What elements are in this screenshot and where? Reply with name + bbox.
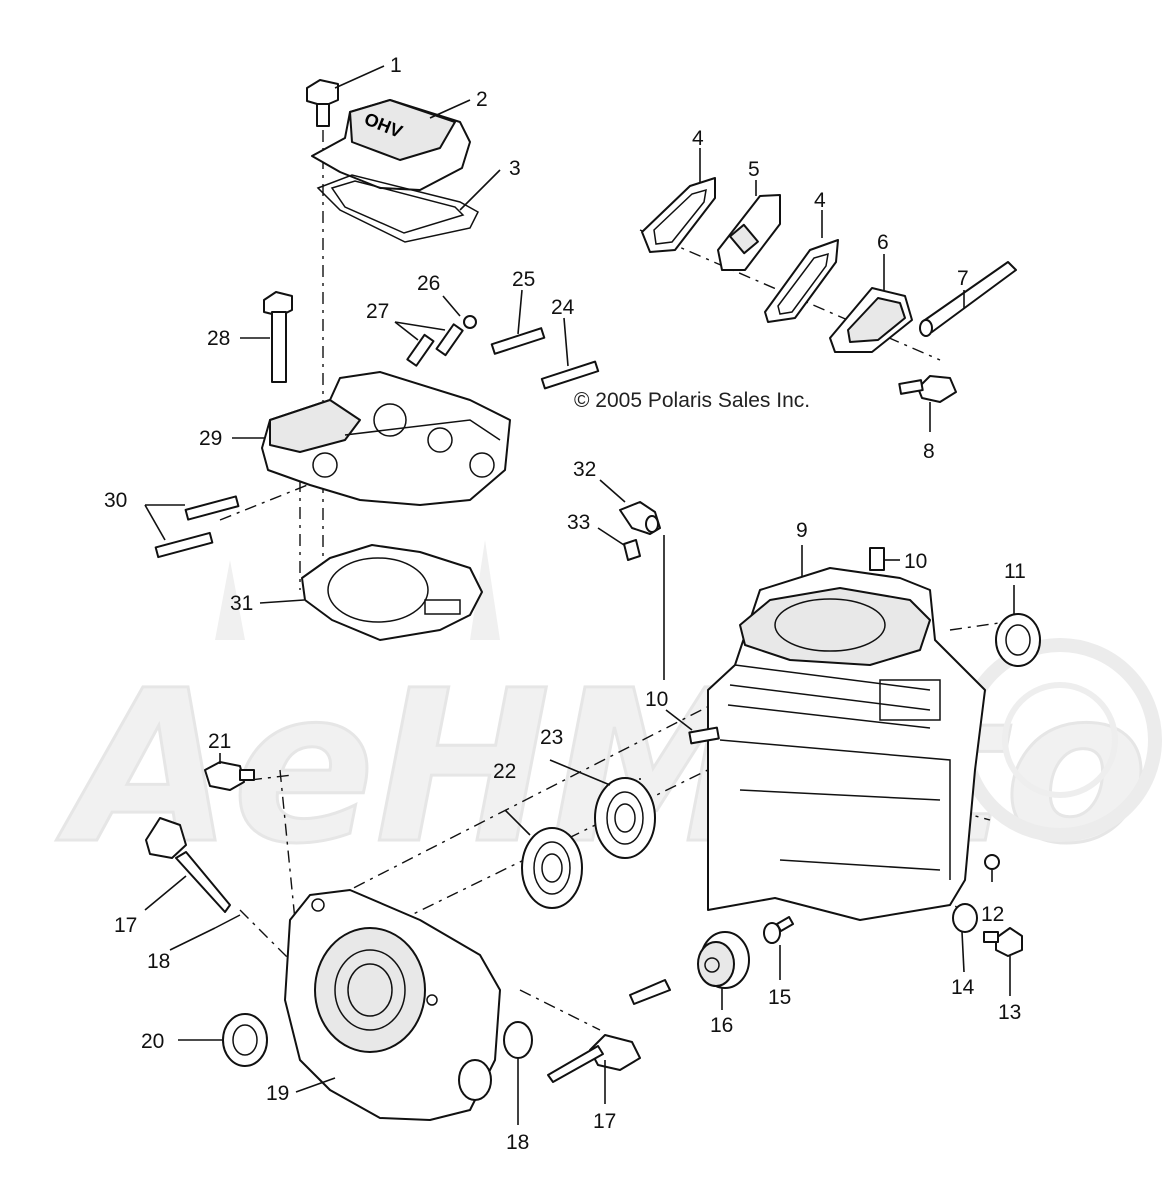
callout-31: 31 xyxy=(230,592,253,615)
fitting-part-33 xyxy=(623,539,641,561)
callout-22: 22 xyxy=(493,760,516,783)
callout-7: 7 xyxy=(957,267,969,290)
callout-labels: 1 2 3 4 5 4 6 7 8 26 25 24 27 28 29 30 3… xyxy=(104,54,1026,1154)
dipstick-part-17a xyxy=(145,817,231,913)
callout-13: 13 xyxy=(998,1001,1021,1024)
gasket-part-4a xyxy=(641,177,716,253)
callout-8: 8 xyxy=(923,440,935,463)
bolt-part-28 xyxy=(263,291,293,383)
callout-33: 33 xyxy=(567,511,590,534)
callout-10a: 10 xyxy=(904,550,927,573)
callout-21: 21 xyxy=(208,730,231,753)
elbow-fitting-part-32 xyxy=(619,501,661,535)
gasket-part-3 xyxy=(316,174,479,243)
callout-32: 32 xyxy=(573,458,596,481)
callout-23: 23 xyxy=(540,726,563,749)
callout-3: 3 xyxy=(509,157,521,180)
callout-11: 11 xyxy=(1004,560,1026,583)
callout-4a: 4 xyxy=(692,127,704,150)
o-ring-part-18a xyxy=(214,914,241,929)
stud-part-24 xyxy=(540,360,600,390)
callout-17b: 17 xyxy=(593,1110,616,1133)
valve-cover-part-2: OHV xyxy=(311,99,471,191)
tube-part-7 xyxy=(919,261,1017,337)
bolt-part-1 xyxy=(306,79,339,127)
callout-24: 24 xyxy=(551,296,575,319)
dipstick-part-17b xyxy=(547,1034,641,1083)
callout-18a: 18 xyxy=(147,950,170,973)
bolt-near-part-16 xyxy=(629,979,671,1005)
callout-14: 14 xyxy=(951,976,975,999)
callout-16: 16 xyxy=(710,1014,733,1037)
callout-29: 29 xyxy=(199,427,222,450)
callout-6: 6 xyxy=(877,231,889,254)
dowel-part-10a xyxy=(869,547,885,571)
nut-part-12 xyxy=(984,854,1000,870)
callout-12: 12 xyxy=(981,903,1004,926)
callout-9: 9 xyxy=(796,519,808,542)
nut-part-26 xyxy=(463,315,477,329)
bearing-part-23 xyxy=(594,777,656,859)
washer-part-14 xyxy=(952,903,978,933)
callout-15: 15 xyxy=(768,986,791,1009)
bolt-part-8 xyxy=(898,375,957,403)
studs-part-30 xyxy=(154,495,240,559)
callout-20: 20 xyxy=(141,1030,164,1053)
stud-part-25 xyxy=(490,327,546,355)
callout-28: 28 xyxy=(207,327,230,350)
copyright-text: © 2005 Polaris Sales Inc. xyxy=(574,389,810,412)
gear-part-16 xyxy=(697,931,750,989)
callout-19: 19 xyxy=(266,1082,289,1105)
oil-seal-part-11 xyxy=(995,613,1041,667)
reed-valve-part-5 xyxy=(717,194,781,271)
oil-seal-part-20 xyxy=(222,1013,268,1067)
gasket-part-4b xyxy=(764,239,839,323)
callout-30: 30 xyxy=(104,489,127,512)
bolt-part-15 xyxy=(763,916,795,944)
dowel-pins-part-27 xyxy=(406,323,464,367)
leader-lines xyxy=(144,65,1015,1125)
callout-18b: 18 xyxy=(506,1131,529,1154)
callout-4b: 4 xyxy=(814,189,826,212)
bolt-part-13 xyxy=(983,927,1023,957)
callout-2: 2 xyxy=(476,88,488,111)
callout-10b: 10 xyxy=(645,688,668,711)
crankcase-cover-part-19 xyxy=(284,889,501,1121)
callout-17a: 17 xyxy=(114,914,137,937)
head-gasket-part-31 xyxy=(301,544,483,641)
bearing-part-22 xyxy=(521,827,583,909)
callout-26: 26 xyxy=(417,272,440,295)
crankcase-part-9 xyxy=(707,567,986,921)
callout-1: 1 xyxy=(390,54,402,77)
intake-adapter-part-6 xyxy=(829,287,913,353)
o-ring-part-18b xyxy=(503,1021,533,1059)
callout-27: 27 xyxy=(366,300,389,323)
cylinder-head-part-29 xyxy=(261,371,511,506)
dowel-part-10b xyxy=(688,726,720,745)
callout-25: 25 xyxy=(512,268,535,291)
callout-5: 5 xyxy=(748,158,760,181)
